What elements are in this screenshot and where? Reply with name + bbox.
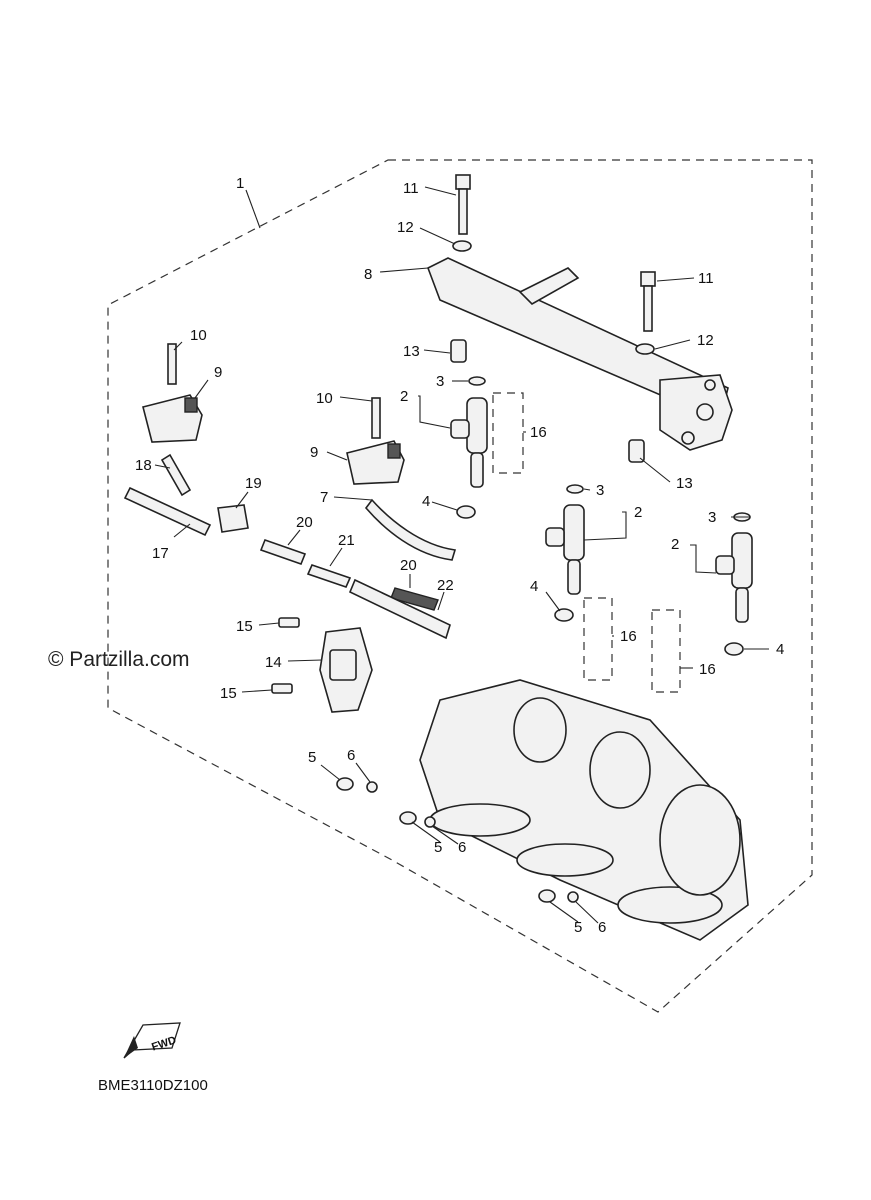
- callout-4-c: 4: [776, 641, 784, 658]
- bolt-11-right: [640, 271, 656, 332]
- washer-12-right: [635, 343, 655, 355]
- callout-15-top: 15: [236, 618, 253, 635]
- clip-6-a: [366, 781, 378, 793]
- callout-16-c: 16: [699, 661, 716, 678]
- plug-5-a: [336, 777, 354, 791]
- screw-set-16-b: [583, 597, 613, 681]
- callout-8: 8: [364, 266, 372, 283]
- collar-13-left: [450, 339, 467, 363]
- hose-22: [348, 578, 451, 640]
- callout-13-right: 13: [676, 475, 693, 492]
- callout-12-right: 12: [697, 332, 714, 349]
- clip-6-c: [567, 891, 579, 903]
- callout-11-right: 11: [698, 270, 714, 287]
- callout-9-right: 9: [310, 444, 318, 461]
- callout-20-a: 20: [296, 514, 313, 531]
- callout-2-c: 2: [671, 536, 679, 553]
- callout-21: 21: [338, 532, 355, 549]
- hose-17: [123, 486, 212, 537]
- injector-center: [545, 484, 585, 622]
- callout-17: 17: [152, 545, 169, 562]
- callout-16-b: 16: [620, 628, 637, 645]
- screw-15-top: [278, 617, 300, 628]
- callout-6-c: 6: [598, 919, 606, 936]
- fuel-rail: [426, 257, 733, 451]
- hose-21: [306, 564, 352, 588]
- callout-9-left: 9: [214, 364, 222, 381]
- joint-19: [217, 504, 249, 533]
- callout-3-a: 3: [436, 373, 444, 390]
- callout-18: 18: [135, 457, 152, 474]
- callout-19: 19: [245, 475, 262, 492]
- plug-5-b: [399, 811, 417, 825]
- screw-set-16-a: [492, 392, 524, 474]
- callout-22: 22: [437, 577, 454, 594]
- sensor-14: [319, 627, 373, 713]
- diagram-code: BME3110DZ100: [98, 1077, 208, 1094]
- callout-16-a: 16: [530, 424, 547, 441]
- callout-1: 1: [236, 175, 244, 192]
- callout-4-b: 4: [530, 578, 538, 595]
- callout-13-left: 13: [403, 343, 420, 360]
- screw-set-16-c: [651, 609, 681, 693]
- injector-right: [715, 512, 753, 656]
- leader-lines: [154, 186, 769, 924]
- hose-20-a: [259, 538, 307, 566]
- callout-6-a: 6: [347, 747, 355, 764]
- bolt-11-top: [455, 174, 471, 235]
- injector-left: [450, 376, 488, 519]
- callout-11-top: 11: [403, 180, 419, 197]
- callout-15-bottom: 15: [220, 685, 237, 702]
- hose-7: [364, 498, 457, 561]
- collar-13-right: [628, 439, 645, 463]
- sensor-9-left: [142, 343, 203, 443]
- hose-20-b: [390, 587, 439, 611]
- callout-6-b: 6: [458, 839, 466, 856]
- callout-5-a: 5: [308, 749, 316, 766]
- screw-15-bottom: [271, 683, 293, 694]
- callout-10-left: 10: [190, 327, 207, 344]
- washer-12-top: [452, 240, 472, 252]
- fwd-arrow-icon: FWD: [123, 1022, 181, 1059]
- callout-7: 7: [320, 489, 328, 506]
- callout-5-b: 5: [434, 839, 442, 856]
- callout-14: 14: [265, 654, 282, 671]
- sensor-9-right: [346, 397, 405, 485]
- callout-5-c: 5: [574, 919, 582, 936]
- hose-18: [160, 453, 192, 497]
- partzilla-watermark: © Partzilla.com: [48, 648, 190, 671]
- callout-3-b: 3: [596, 482, 604, 499]
- throttle-body: [419, 679, 749, 941]
- plug-5-c: [538, 889, 556, 903]
- callout-2-a: 2: [400, 388, 408, 405]
- callout-3-c: 3: [708, 509, 716, 526]
- callout-2-b: 2: [634, 504, 642, 521]
- callout-10-right: 10: [316, 390, 333, 407]
- callout-20-b: 20: [400, 557, 417, 574]
- clip-6-b: [424, 816, 436, 828]
- assembly-boundary: [107, 159, 813, 1013]
- callout-12-top: 12: [397, 219, 414, 236]
- callout-4-a: 4: [422, 493, 430, 510]
